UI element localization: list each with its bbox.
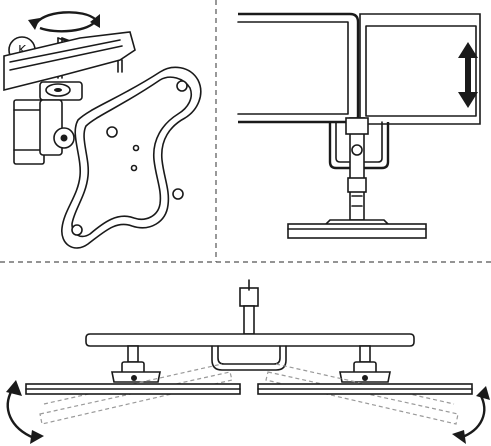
right-monitor-bar [257, 383, 473, 395]
vesa-plate-icon [61, 66, 202, 249]
left-arm-mount [111, 345, 161, 383]
panel-height-adjust [237, 12, 481, 239]
vertical-double-arrow-icon [458, 42, 478, 108]
mount-arm [3, 31, 136, 165]
desk-stand-icon [287, 117, 427, 239]
curved-arrow-left-icon [6, 380, 44, 444]
left-monitor-bar [25, 383, 241, 395]
panel-rotation [6, 279, 490, 444]
crossbar [85, 333, 415, 347]
callout-k-label: K [18, 43, 27, 57]
rotate-arrow-icon [28, 11, 100, 33]
center-bracket [211, 345, 287, 371]
dual-monitor-icon [237, 12, 481, 125]
stand-pole-top [239, 279, 259, 335]
curved-arrow-right-icon [452, 386, 490, 444]
panel-tilt-swivel: K [3, 11, 202, 249]
right-arm-mount [339, 345, 391, 383]
